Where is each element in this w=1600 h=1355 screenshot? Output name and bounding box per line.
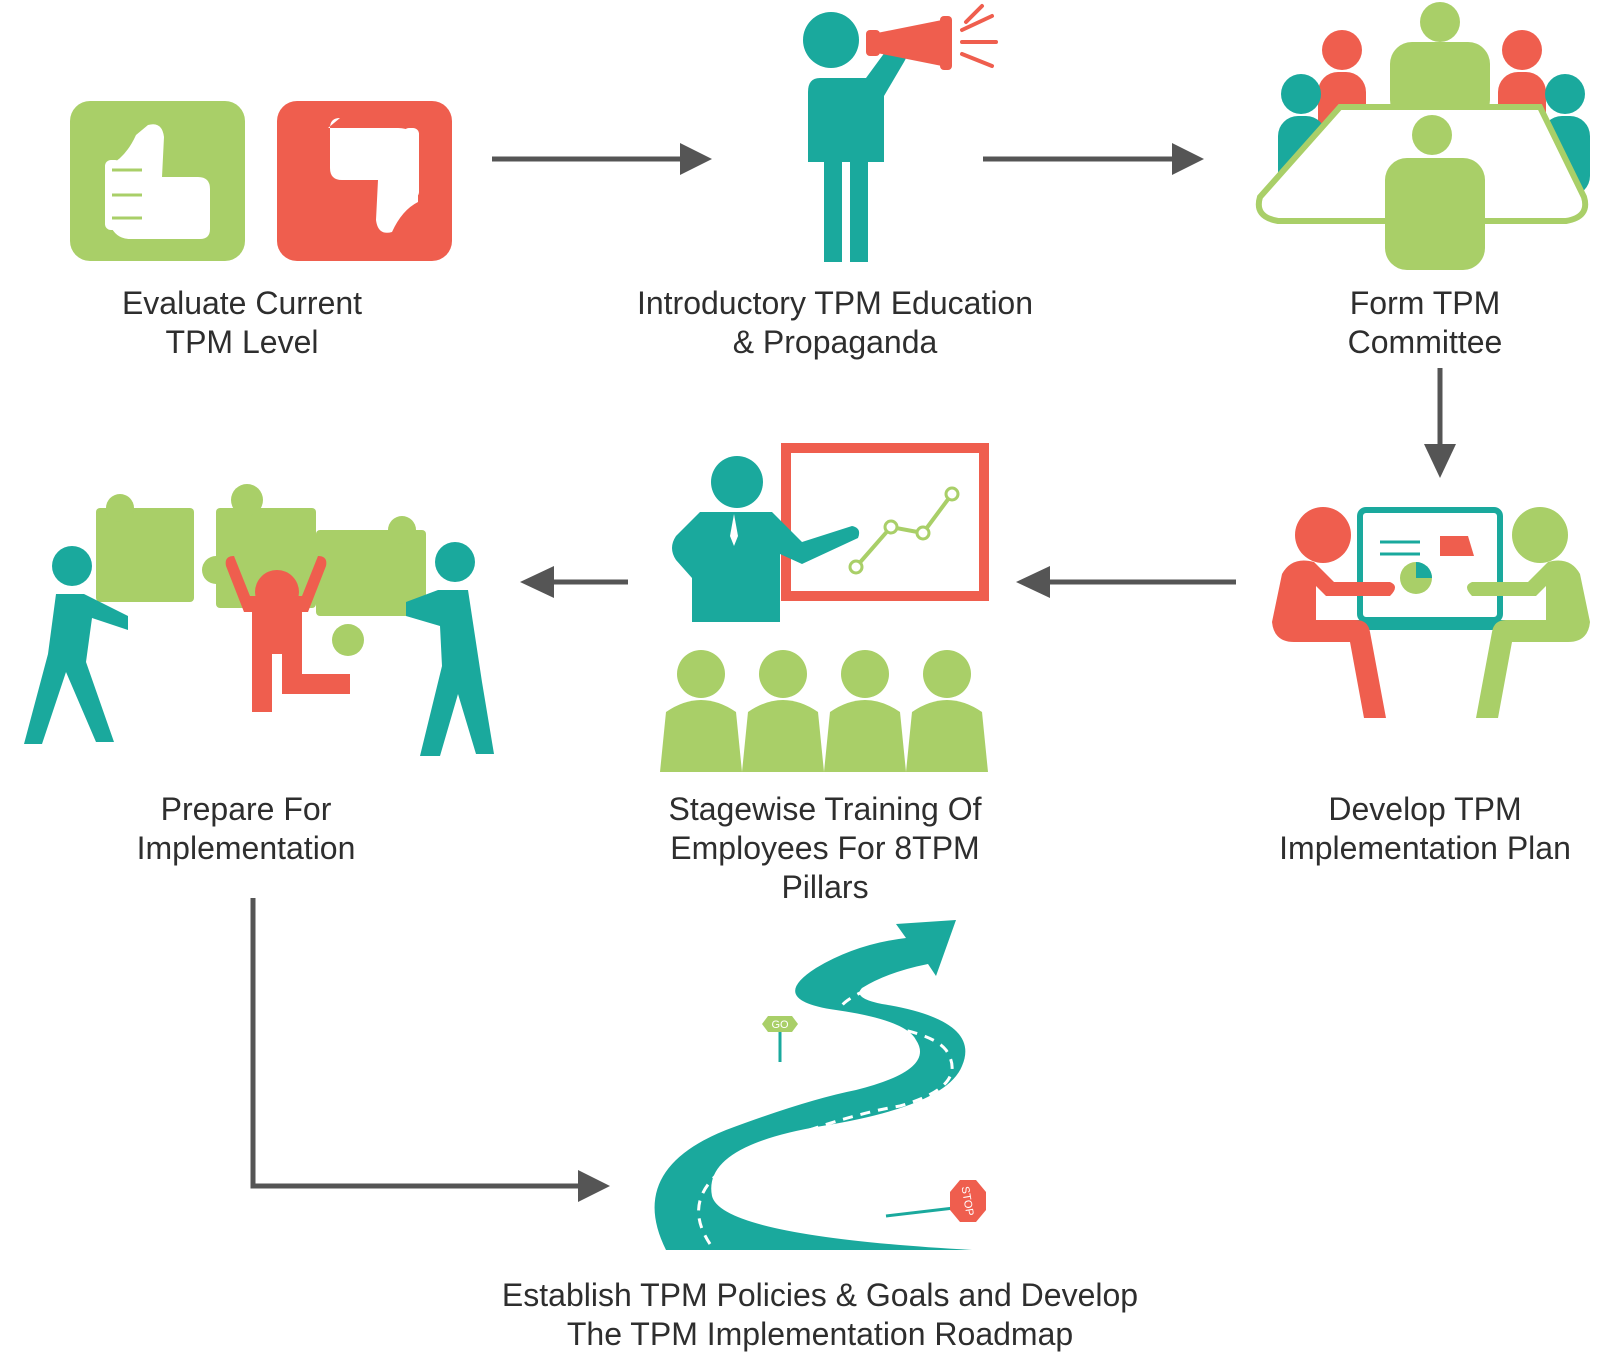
step-label-line: Form TPM (1349, 285, 1501, 321)
step-label-line: Establish TPM Policies & Goals and Devel… (501, 1277, 1139, 1313)
step-label-line: The TPM Implementation Roadmap (566, 1316, 1074, 1352)
arrow-right-2 (983, 143, 1204, 175)
presentation-training-icon (660, 443, 989, 772)
step-label-line: Pillars (781, 869, 869, 905)
roadmap-icon: GO STOP (654, 920, 986, 1250)
step-label-committee: Form TPM Committee (1290, 284, 1560, 362)
step-label-evaluate: Evaluate Current TPM Level (92, 284, 392, 362)
step-label-line: Evaluate Current (121, 285, 363, 321)
step-label-line: TPM Level (165, 324, 319, 360)
step-label-prepare: Prepare For Implementation (96, 790, 396, 868)
step-label-line: Stagewise Training Of (668, 791, 982, 827)
step-label-line: Develop TPM (1328, 791, 1522, 827)
arrow-down-1 (1424, 368, 1456, 478)
thumbs-up-down-icon (70, 101, 452, 261)
step-label-education: Introductory TPM Education & Propaganda (610, 284, 1060, 362)
megaphone-person-icon (792, 4, 998, 262)
step-label-roadmap: Establish TPM Policies & Goals and Devel… (470, 1276, 1170, 1354)
arrow-left-2 (520, 566, 628, 598)
arrow-left-1 (1016, 566, 1236, 598)
planning-meeting-icon (1272, 507, 1590, 718)
flow-arrows (250, 143, 1456, 1202)
step-label-line: Employees For 8TPM (670, 830, 980, 866)
go-sign-label: GO (771, 1019, 789, 1031)
arrow-elbow (250, 898, 610, 1202)
arrow-right-1 (492, 143, 712, 175)
step-label-line: Implementation Plan (1279, 830, 1571, 866)
step-label-line: Prepare For (160, 791, 332, 827)
puzzle-team-icon (24, 484, 494, 756)
step-label-training: Stagewise Training Of Employees For 8TPM… (650, 790, 1000, 907)
step-label-line: Committee (1347, 324, 1503, 360)
step-label-line: & Propaganda (732, 324, 938, 360)
meeting-table-icon (1255, 2, 1590, 270)
step-label-line: Introductory TPM Education (636, 285, 1034, 321)
step-label-plan: Develop TPM Implementation Plan (1260, 790, 1590, 868)
step-label-line: Implementation (136, 830, 356, 866)
stop-sign-label: STOP (959, 1185, 976, 1216)
